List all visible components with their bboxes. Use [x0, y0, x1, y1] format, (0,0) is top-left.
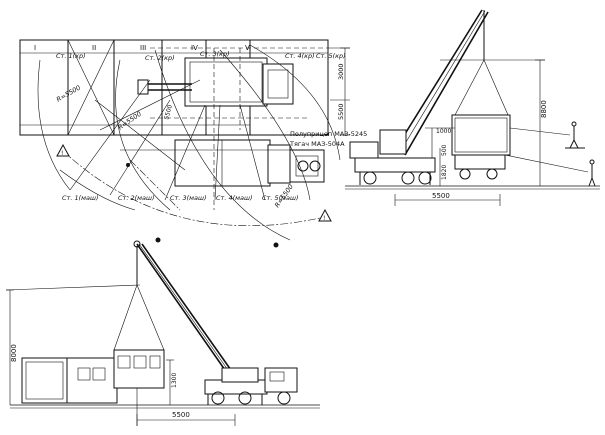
plan-dim-top-right: 3000 [337, 63, 345, 80]
plan-module-upper [184, 57, 268, 107]
plan-station-crane-3: Ст. 3(кр) [200, 50, 230, 58]
plan-zone-5: V [245, 44, 250, 52]
plan-station-vehicle-2: Ст. 2(маш) [118, 194, 155, 202]
plan-station-crane-5: Ст. 5(кр) [316, 52, 346, 60]
elev-right-dim-span: 5500 [432, 192, 450, 200]
plan-zone-1: I [34, 44, 36, 52]
plan-warning-triangle-right [318, 208, 332, 222]
svg-text:!: ! [61, 150, 63, 157]
elev-right-crane-chassis [354, 157, 436, 173]
plan-trailer-label: Полуприцеп МАЗ-5245 [290, 130, 367, 138]
plan-station-point [155, 237, 161, 243]
plan-station-crane-2: Ст. 2(кр) [145, 54, 175, 62]
elev-right-module [451, 114, 511, 156]
elev-bottom-dim-span: 5500 [172, 411, 190, 419]
elev-bottom-dim-height: 8000 [10, 344, 18, 362]
elevation-bottom: 8000 1300 5500 [5, 240, 320, 426]
elevation-right: 8800 1000 500 1820 5500 [345, 9, 600, 206]
elev-right-dim-1820: 1820 [441, 165, 448, 180]
plan-dim-vertical: 5500 [337, 103, 345, 120]
plan-arc-left [37, 59, 71, 191]
plan-station-crane-1: Ст. 1(кр) [56, 52, 86, 60]
elev-right-dim-1000: 1000 [436, 128, 451, 135]
elev-right-dim-500: 500 [441, 144, 448, 156]
plan-zone-2: II [92, 44, 96, 52]
plan-station-vehicle-3: Ст. 3(маш) [170, 194, 207, 202]
elev-bottom-module-left [21, 357, 68, 404]
plan-warning-triangle-left [56, 143, 70, 157]
plan-building-outline [19, 39, 329, 136]
elev-right-dim-height: 8800 [540, 100, 548, 118]
elev-bottom-boom [136, 243, 233, 381]
plan-semitrailer [174, 139, 271, 187]
plan-view: ! ! I II III IV V Ст. 1(кр) Ст. 2(кр) Ст… [19, 39, 367, 248]
svg-text:!: ! [323, 215, 325, 222]
plan-station-crane-4: Ст. 4(кр) [285, 52, 315, 60]
plan-slew-path [61, 149, 321, 227]
plan-tractor-cab [289, 149, 325, 183]
plan-arc-swing [154, 49, 291, 241]
elev-right-boom [394, 9, 483, 151]
plan-station-vehicle-1: Ст. 1(маш) [62, 194, 99, 202]
elev-bottom-module-right [66, 357, 118, 404]
plan-station-vehicle-4: Ст. 4(маш) [216, 194, 253, 202]
plan-tractor-label: Тягач МАЗ-504А [289, 140, 345, 148]
plan-station-vehicle-5: Ст. 5(маш) [262, 194, 299, 202]
plan-zone-4: IV [191, 44, 198, 52]
elev-bottom-lifted-module [113, 349, 165, 389]
elev-bottom-dim-1300: 1300 [171, 373, 178, 388]
plan-zone-3: III [140, 44, 146, 52]
plan-dim-small: 5500 [163, 104, 174, 121]
